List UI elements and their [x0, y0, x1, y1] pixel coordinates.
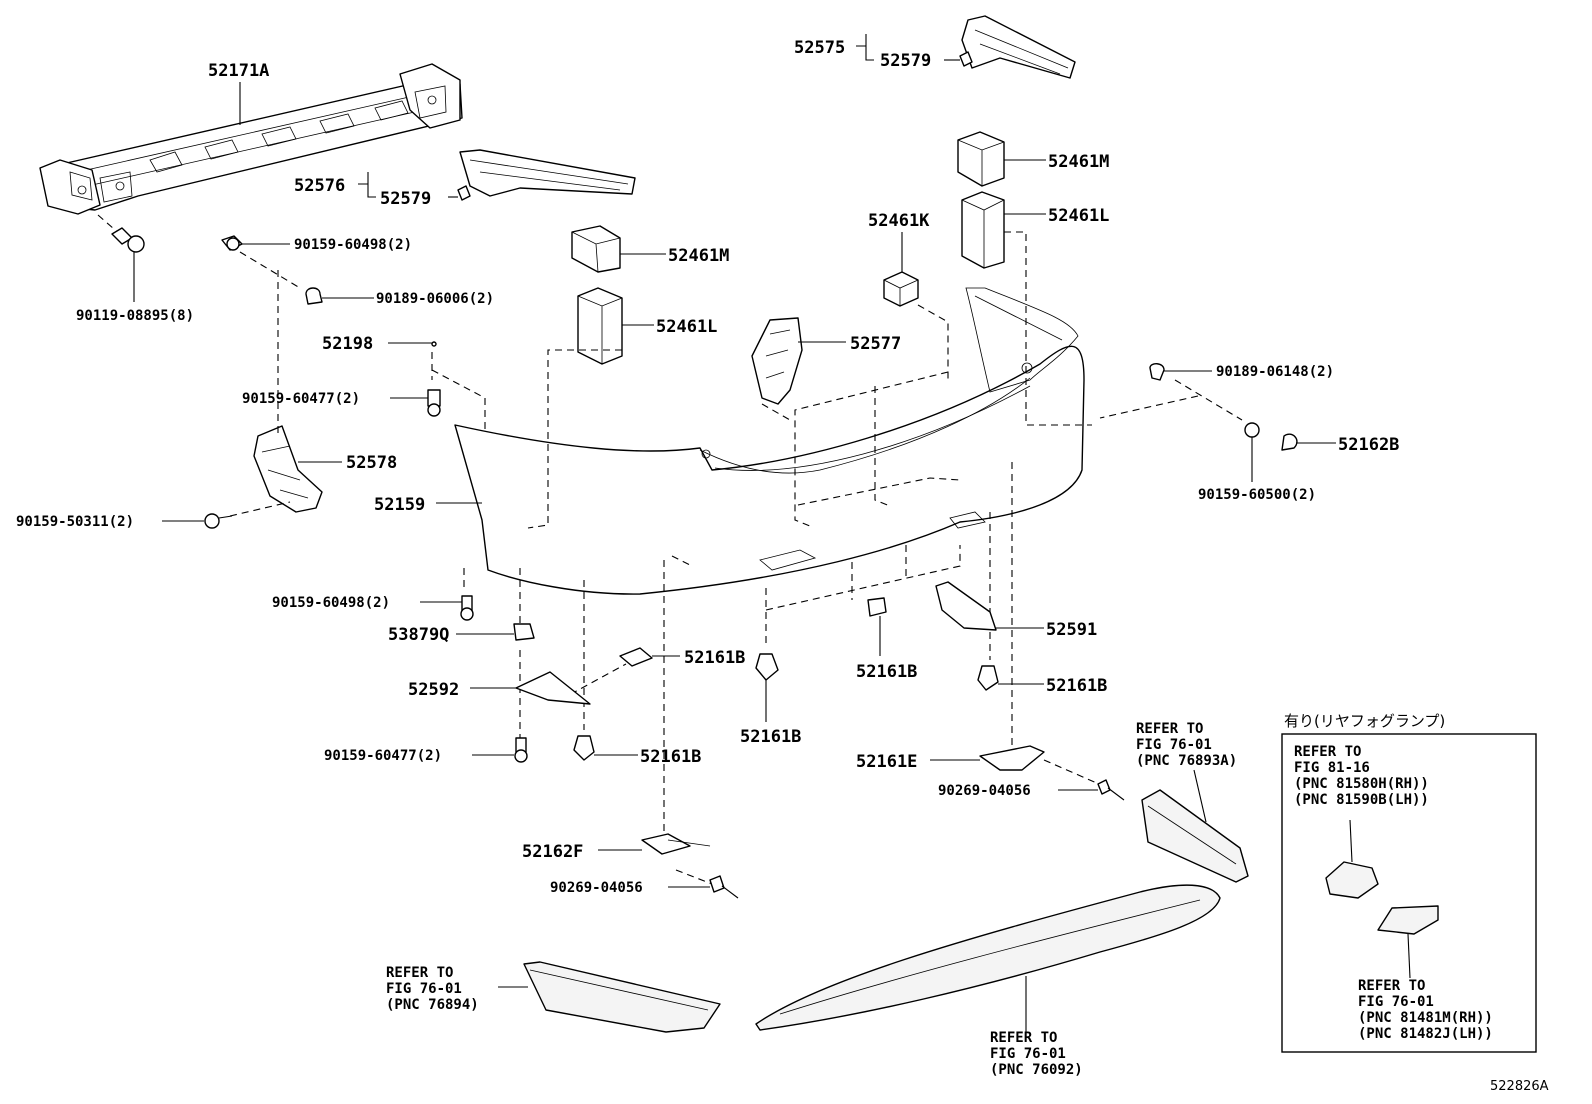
label-90159-60498-a: 90159-60498(2) [294, 237, 412, 253]
label-52591: 52591 [1046, 620, 1097, 640]
inset-ref-top-line1: REFER TO [1294, 744, 1361, 760]
label-52162B: 52162B [1338, 435, 1399, 455]
absorber-52461L-left [577, 287, 623, 365]
inset-ref-bottom-line2: FIG 76-01 [1358, 994, 1434, 1010]
bumper-reinforcement [39, 63, 463, 215]
label-52579-top: 52579 [880, 51, 931, 71]
absorber-52461M-left [571, 225, 621, 273]
ref-76092-line3: (PNC 76092) [990, 1062, 1083, 1078]
label-52161B-c: 52161B [856, 662, 917, 682]
label-52161B-d: 52161B [1046, 676, 1107, 696]
assembly-lines [229, 231, 1243, 885]
label-53879Q: 53879Q [388, 625, 449, 645]
label-52575: 52575 [794, 38, 845, 58]
ref-76893A-line1: REFER TO [1136, 721, 1203, 737]
retainer-52575 [959, 15, 1076, 79]
bumper-cover [454, 287, 1085, 595]
label-52579-mid: 52579 [380, 189, 431, 209]
retainer-52576 [457, 149, 636, 201]
label-52198: 52198 [322, 334, 373, 354]
callout-labels: 52171A 52575 52579 52576 52579 52461M 52… [16, 38, 1399, 896]
label-90159-60477-a: 90159-60477(2) [242, 391, 360, 407]
bolt-90119-08895 [97, 214, 145, 302]
inset-ref-bottom-line1: REFER TO [1358, 978, 1425, 994]
label-90159-60500: 90159-60500(2) [1198, 487, 1316, 503]
inset-ref-top-line4: (PNC 81590B(LH)) [1294, 792, 1429, 808]
bracket-52578 [253, 425, 323, 513]
label-52161B-b: 52161B [740, 727, 801, 747]
figure-id: 522826A [1490, 1079, 1549, 1094]
label-52592: 52592 [408, 680, 459, 700]
ref-76894-line2: FIG 76-01 [386, 981, 462, 997]
inset-text: 有り(リヤフォグランプ) REFER TO FIG 81-16 (PNC 815… [1284, 712, 1493, 1042]
label-90189-06006: 90189-06006(2) [376, 291, 494, 307]
garnish-76894 [523, 961, 721, 1033]
label-52171A: 52171A [208, 61, 269, 81]
label-90159-50311: 90159-50311(2) [16, 514, 134, 530]
reflector-76893A [1141, 789, 1249, 883]
absorber-52461K [883, 271, 919, 307]
label-52161E: 52161E [856, 752, 917, 772]
garnish-76092 [755, 884, 1221, 1031]
inset-ref-bottom-line4: (PNC 81482J(LH)) [1358, 1026, 1493, 1042]
label-90119-08895: 90119-08895(8) [76, 308, 194, 324]
label-90159-60498-b: 90159-60498(2) [272, 595, 390, 611]
label-52461L-left: 52461L [656, 317, 717, 337]
label-90269-04056-a: 90269-04056 [938, 783, 1031, 799]
label-52461L-right: 52461L [1048, 206, 1109, 226]
label-52576: 52576 [294, 176, 345, 196]
ref-76092-line1: REFER TO [990, 1030, 1057, 1046]
inset-ref-top-line3: (PNC 81580H(RH)) [1294, 776, 1429, 792]
fog-lamp-inset [1281, 733, 1537, 1053]
label-90189-06148: 90189-06148(2) [1216, 364, 1334, 380]
label-52161B-e: 52161B [640, 747, 701, 767]
refer-to-notes: REFER TO FIG 76-01 (PNC 76893A) REFER TO… [386, 721, 1237, 1078]
inset-title: 有り(リヤフォグランプ) [1284, 712, 1445, 730]
label-52461K: 52461K [868, 211, 930, 231]
inset-ref-bottom-line3: (PNC 81481M(RH)) [1358, 1010, 1493, 1026]
label-52162F: 52162F [522, 842, 583, 862]
label-52578: 52578 [346, 453, 397, 473]
label-52461M-left: 52461M [668, 246, 729, 266]
absorber-52461M-right [957, 131, 1005, 187]
ref-76893A-line3: (PNC 76893A) [1136, 753, 1237, 769]
ref-76893A-line2: FIG 76-01 [1136, 737, 1212, 753]
label-52161B-a: 52161B [684, 648, 745, 668]
ref-76894-line3: (PNC 76894) [386, 997, 479, 1013]
ref-76894-line1: REFER TO [386, 965, 453, 981]
label-52577: 52577 [850, 334, 901, 354]
fasteners [162, 235, 1336, 899]
label-52159: 52159 [374, 495, 425, 515]
ref-76092-line2: FIG 76-01 [990, 1046, 1066, 1062]
bracket-52577 [751, 317, 803, 405]
label-90159-60477-b: 90159-60477(2) [324, 748, 442, 764]
absorber-52461L-right [961, 191, 1005, 269]
inset-ref-top-line2: FIG 81-16 [1294, 760, 1370, 776]
label-52461M-right: 52461M [1048, 152, 1109, 172]
label-90269-04056-b: 90269-04056 [550, 880, 643, 896]
